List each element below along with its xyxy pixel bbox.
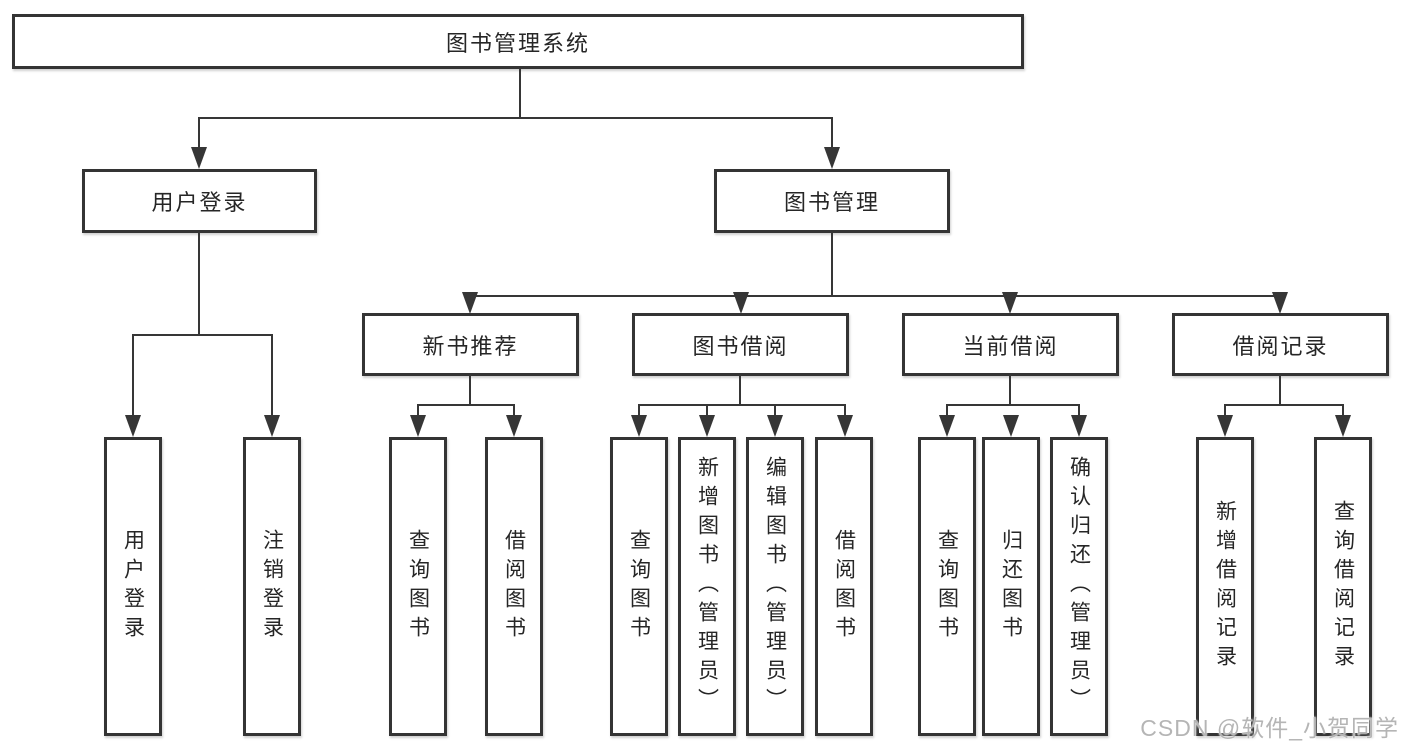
leaf-logout: 注销登录	[243, 437, 301, 736]
leaf-return-book-label: 归还图书	[999, 528, 1023, 645]
connector-line	[513, 404, 515, 418]
connector-line	[1078, 404, 1080, 418]
leaf-confirm-return-admin-label: 确认归还（管理员）	[1067, 456, 1091, 717]
leaf-edit-book-admin: 编辑图书（管理员）	[746, 437, 804, 736]
connector-line	[1224, 404, 1226, 418]
node-user-login-branch-label: 用户登录	[151, 190, 248, 215]
connector-line	[946, 404, 1080, 406]
connector-line	[831, 117, 833, 150]
arrow-down-icon	[1003, 415, 1019, 437]
connector-line	[1342, 404, 1344, 418]
arrow-down-icon	[837, 415, 853, 437]
connector-line	[946, 404, 948, 418]
connector-line	[774, 404, 776, 418]
connector-line	[519, 68, 521, 118]
connector-line	[1224, 404, 1344, 406]
connector-line	[132, 334, 134, 418]
node-book-management: 图书管理	[714, 169, 950, 233]
leaf-return-book: 归还图书	[982, 437, 1040, 736]
leaf-borrow-book: 借阅图书	[815, 437, 873, 736]
leaf-user-login-label: 用户登录	[121, 528, 145, 645]
leaf-query-book-recommend: 查询图书	[389, 437, 447, 736]
node-borrowing-records-label: 借阅记录	[1232, 333, 1329, 359]
connector-line	[831, 232, 833, 296]
connector-line	[638, 404, 846, 406]
arrow-down-icon	[264, 415, 280, 437]
leaf-query-borrow-record-label: 查询借阅记录	[1331, 499, 1355, 674]
leaf-add-book-admin-label: 新增图书（管理员）	[695, 456, 719, 717]
arrow-down-icon	[410, 415, 426, 437]
leaf-borrow-book-recommend-label: 借阅图书	[502, 528, 526, 645]
arrow-down-icon	[191, 147, 207, 169]
connector-line	[198, 117, 833, 119]
connector-line	[417, 404, 515, 406]
leaf-query-book-borrowing-label: 查询图书	[627, 528, 651, 645]
node-new-book-recommendation: 新书推荐	[362, 313, 579, 376]
arrow-down-icon	[824, 147, 840, 169]
leaf-query-borrow-record: 查询借阅记录	[1314, 437, 1372, 736]
arrow-down-icon	[1002, 292, 1018, 314]
arrow-down-icon	[733, 292, 749, 314]
csdn-watermark: CSDN @软件_小贺同学	[1140, 715, 1399, 741]
arrow-down-icon	[939, 415, 955, 437]
node-book-management-label: 图书管理	[783, 190, 880, 215]
connector-line	[469, 375, 471, 406]
connector-line	[1279, 375, 1281, 406]
node-current-borrowing: 当前借阅	[902, 313, 1119, 376]
arrow-down-icon	[1217, 415, 1233, 437]
node-new-book-recommendation-label: 新书推荐	[422, 333, 519, 359]
arrow-down-icon	[462, 292, 478, 314]
arrow-down-icon	[699, 415, 715, 437]
leaf-add-borrow-record-label: 新增借阅记录	[1213, 499, 1237, 674]
leaf-query-book-borrowing: 查询图书	[610, 437, 668, 736]
connector-line	[198, 232, 200, 336]
arrow-down-icon	[1071, 415, 1087, 437]
arrow-down-icon	[1335, 415, 1351, 437]
connector-line	[469, 295, 1281, 297]
connector-line	[132, 334, 273, 336]
arrow-down-icon	[506, 415, 522, 437]
leaf-logout-label: 注销登录	[260, 528, 284, 645]
leaf-edit-book-admin-label: 编辑图书（管理员）	[763, 456, 787, 717]
connector-line	[198, 117, 200, 150]
connector-line	[844, 404, 846, 418]
leaf-confirm-return-admin: 确认归还（管理员）	[1050, 437, 1108, 736]
arrow-down-icon	[1272, 292, 1288, 314]
connector-line	[706, 404, 708, 418]
node-library-system: 图书管理系统	[12, 14, 1024, 69]
arrow-down-icon	[631, 415, 647, 437]
node-user-login-branch: 用户登录	[82, 169, 317, 233]
connector-line	[417, 404, 419, 418]
leaf-query-book-recommend-label: 查询图书	[406, 528, 430, 645]
arrow-down-icon	[125, 415, 141, 437]
leaf-borrow-book-recommend: 借阅图书	[485, 437, 543, 736]
connector-line	[271, 334, 273, 418]
leaf-borrow-book-label: 借阅图书	[832, 528, 856, 645]
node-book-borrowing-label: 图书借阅	[692, 333, 789, 359]
connector-line	[1009, 375, 1011, 406]
connector-line	[638, 404, 640, 418]
node-current-borrowing-label: 当前借阅	[962, 333, 1059, 359]
leaf-user-login: 用户登录	[104, 437, 162, 736]
node-borrowing-records: 借阅记录	[1172, 313, 1389, 376]
leaf-add-borrow-record: 新增借阅记录	[1196, 437, 1254, 736]
leaf-query-book-current: 查询图书	[918, 437, 976, 736]
leaf-add-book-admin: 新增图书（管理员）	[678, 437, 736, 736]
arrow-down-icon	[767, 415, 783, 437]
leaf-query-book-current-label: 查询图书	[935, 528, 959, 645]
node-book-borrowing: 图书借阅	[632, 313, 849, 376]
node-library-system-label: 图书管理系统	[445, 30, 590, 56]
connector-line	[739, 375, 741, 406]
